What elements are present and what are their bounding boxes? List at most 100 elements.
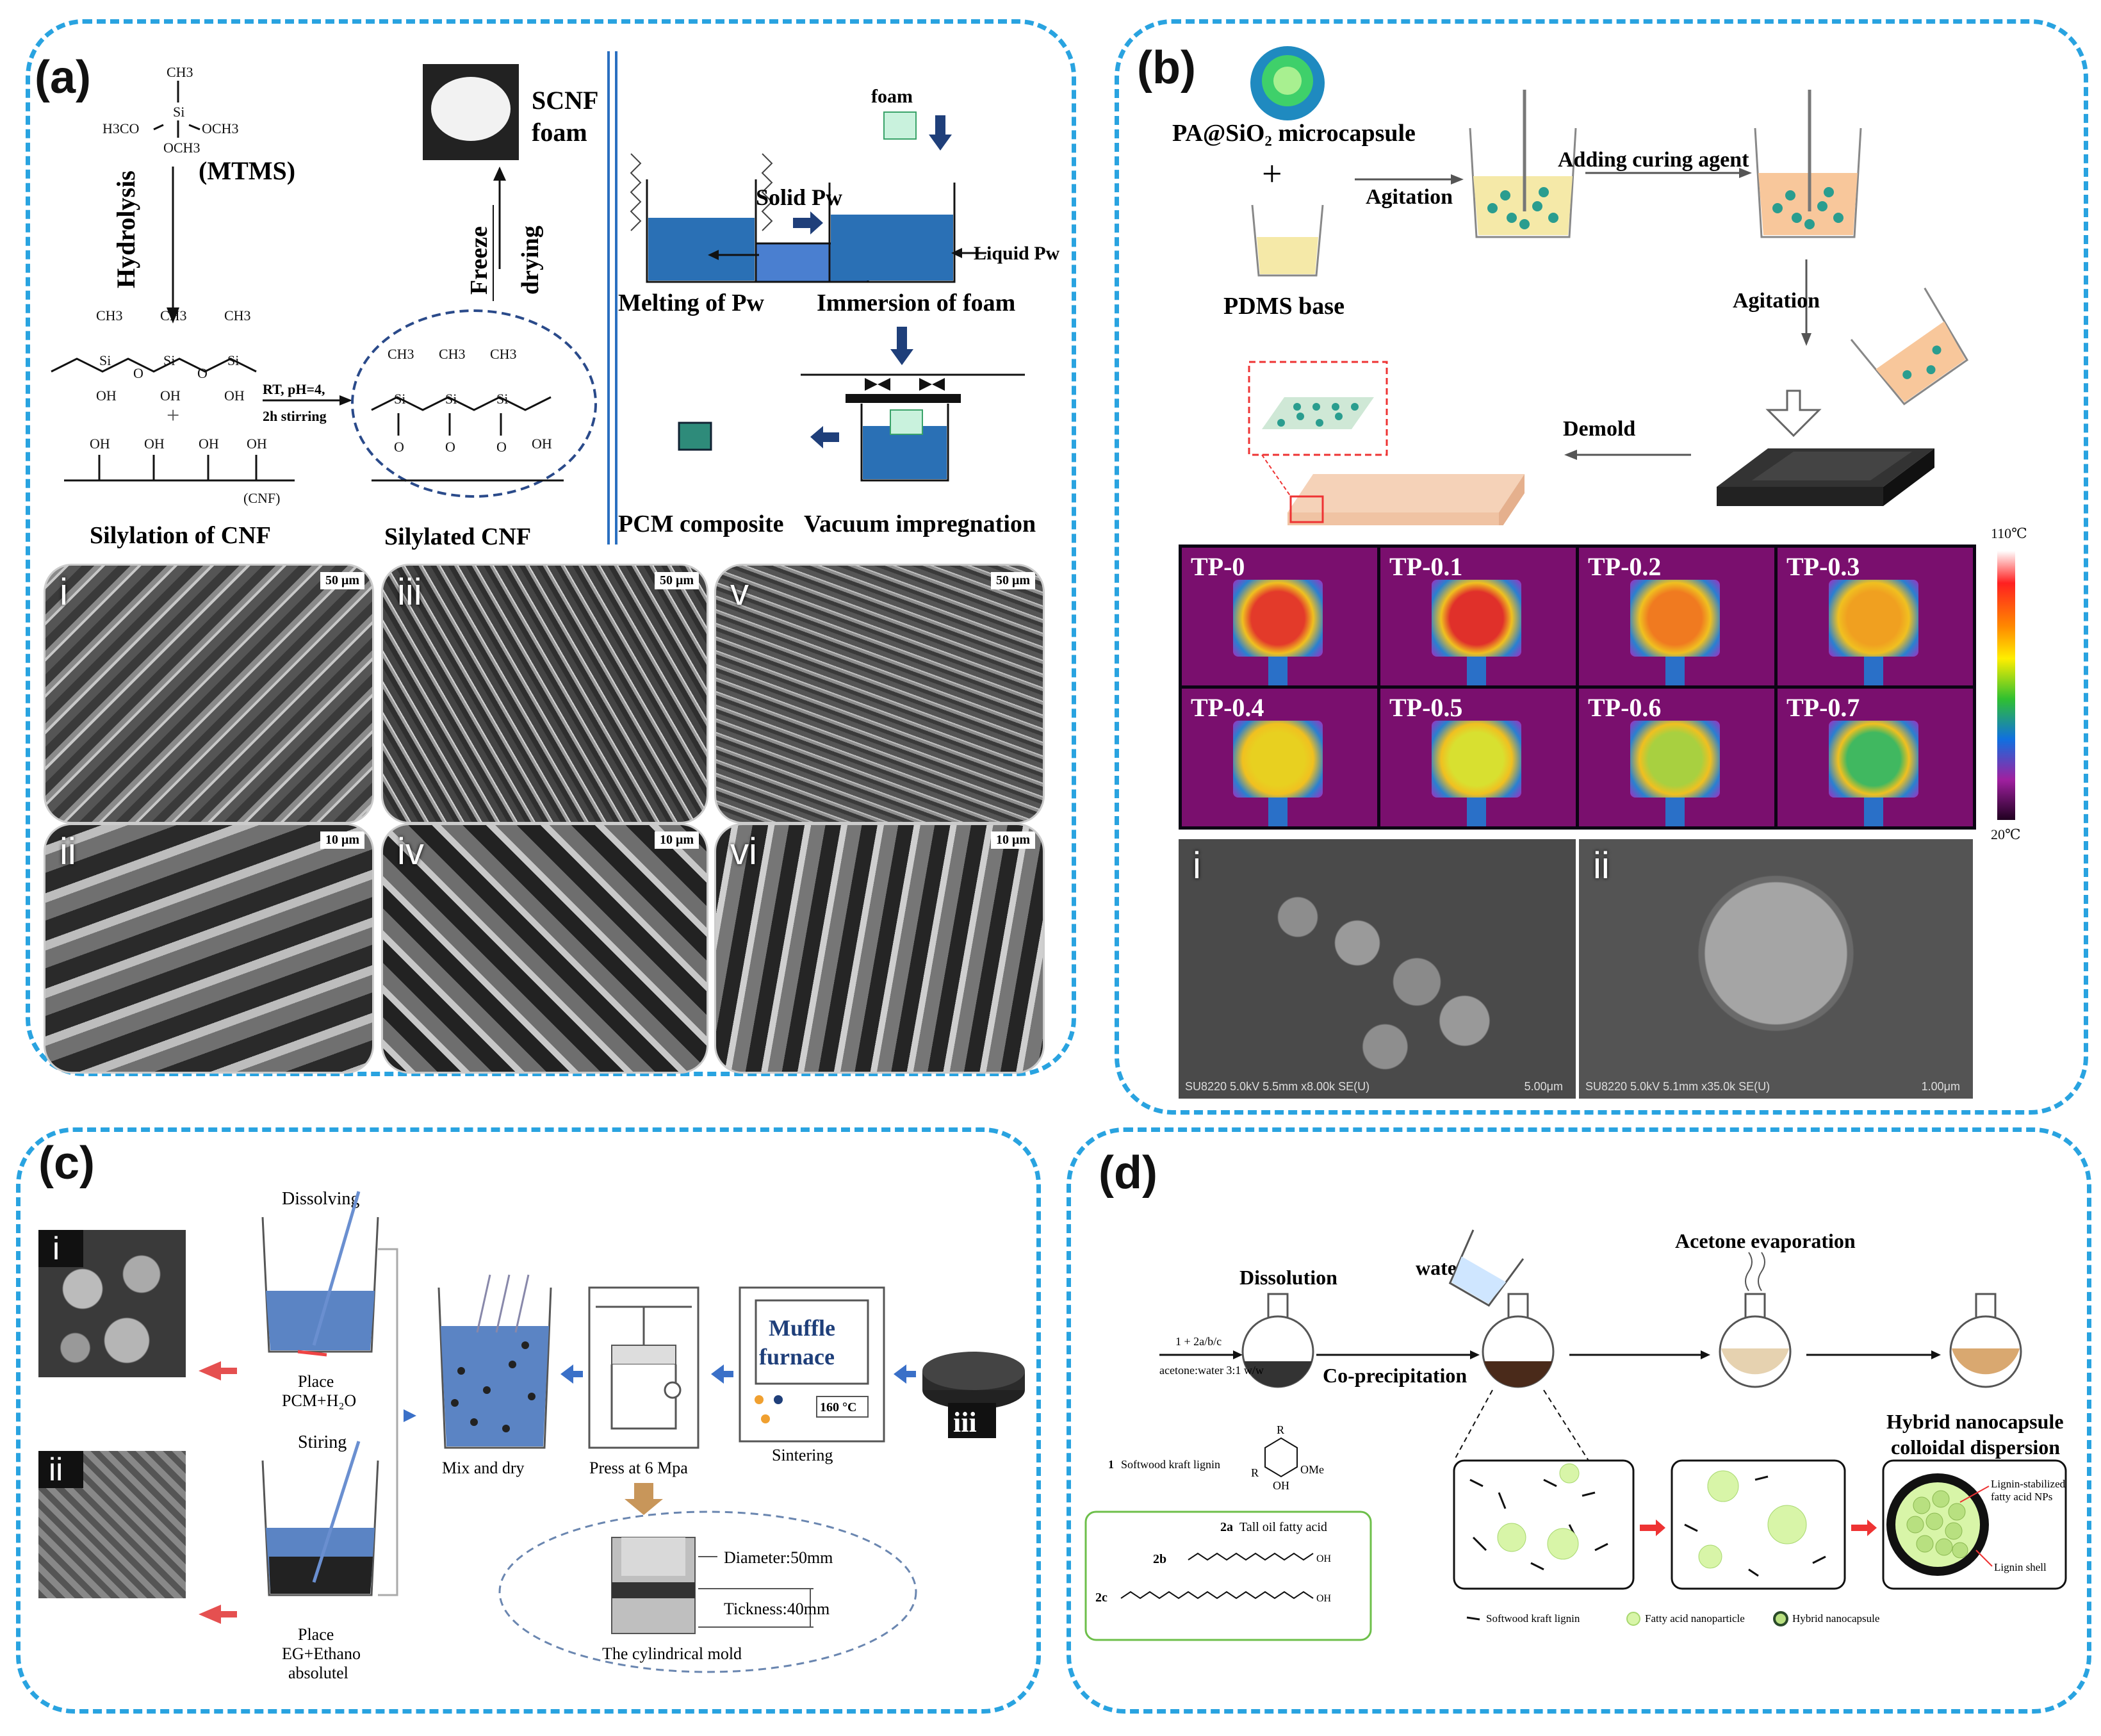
svg-text:OH: OH	[96, 388, 117, 404]
svg-text:CH3: CH3	[167, 64, 193, 80]
silylation-caption: Silylation of CNF	[90, 522, 271, 549]
svg-text:Softwood kraft lignin: Softwood kraft lignin	[1121, 1458, 1220, 1471]
svg-text:Liquid Pw: Liquid Pw	[974, 243, 1060, 264]
thermal-label: TP-0.3	[1786, 552, 1860, 581]
svg-text:The cylindrical mold: The cylindrical mold	[602, 1644, 742, 1663]
colorbar-min: 20℃	[1991, 826, 2021, 842]
svg-text:OH: OH	[199, 436, 219, 452]
sem-b-ii-scale: 1.00μm	[1921, 1080, 1960, 1093]
panel-d-scheme: Dissolution water Acetone evaporation 1 …	[1084, 1229, 2067, 1641]
svg-text:OH: OH	[224, 388, 245, 404]
thermal-sample	[1432, 580, 1521, 657]
svg-text:furnace: furnace	[759, 1344, 835, 1370]
svg-text:CH3: CH3	[96, 307, 123, 323]
svg-text:Press at 6 Mpa: Press at 6 Mpa	[589, 1459, 688, 1477]
svg-text:Mix and dry: Mix and dry	[442, 1459, 525, 1477]
svg-text:Si: Si	[394, 391, 405, 407]
panel-a-label: (a)	[35, 52, 91, 103]
panel-d-label: (d)	[1099, 1147, 1157, 1199]
pdms-beaker	[1251, 204, 1324, 277]
sem-c-ii-label: ii	[49, 1452, 63, 1487]
svg-text:CH3: CH3	[439, 346, 466, 362]
svg-text:1 + 2a/b/c: 1 + 2a/b/c	[1175, 1335, 1222, 1348]
flask-4	[1949, 1293, 2022, 1388]
mtms-label: (MTMS)	[199, 156, 295, 185]
svg-text:OH: OH	[532, 436, 552, 452]
svg-text:RT, pH=4,: RT, pH=4,	[263, 381, 325, 397]
silanol-chain: Si Si Si CH3 CH3 CH3 O O OH OH OH	[51, 307, 257, 404]
thermal-sample	[1233, 721, 1323, 798]
svg-text:OMe: OMe	[1300, 1463, 1324, 1476]
panel-b	[1115, 19, 2088, 1115]
svg-text:(CNF): (CNF)	[243, 490, 280, 506]
svg-text:OH: OH	[90, 436, 110, 452]
svg-text:PDMS base: PDMS base	[1223, 293, 1345, 320]
svg-text:Dissolution: Dissolution	[1239, 1266, 1337, 1289]
thermal-tile: TP-0.6	[1579, 689, 1774, 826]
stiring-beaker	[261, 1441, 379, 1596]
svg-text:OH: OH	[1273, 1479, 1289, 1492]
svg-text:Agitation: Agitation	[1366, 185, 1453, 209]
svg-text:O: O	[445, 439, 455, 455]
svg-text:Si: Si	[163, 352, 175, 368]
silylated-caption: Silylated CNF	[384, 523, 531, 550]
svg-text:2h stirring: 2h stirring	[263, 408, 327, 424]
svg-text:PA@SiO₂ microcapsule: PA@SiO₂ microcapsule	[1172, 120, 1416, 147]
svg-text:OH: OH	[1316, 1553, 1332, 1564]
svg-text:R: R	[1251, 1466, 1259, 1479]
svg-text:O: O	[394, 439, 404, 455]
thermal-label: TP-0.2	[1588, 552, 1662, 581]
thermal-tile: TP-0.4	[1182, 689, 1377, 826]
svg-text:Immersion of foam: Immersion of foam	[817, 290, 1015, 316]
sem-b-ii: ii SU8220 5.0kV 5.1mm x35.0k SE(U) 1.00μ…	[1579, 839, 1973, 1099]
sem-c-i: i	[38, 1230, 186, 1377]
svg-text:Diameter:50mm: Diameter:50mm	[724, 1548, 833, 1567]
cylindrical-mold	[611, 1537, 813, 1634]
mixing-beaker-2	[1754, 90, 1862, 238]
thermal-label: TP-0.4	[1191, 693, 1264, 722]
svg-text:+: +	[167, 402, 179, 428]
hydrolysis-label: Hydrolysis	[111, 170, 140, 288]
svg-text:Tall oil fatty acid: Tall oil fatty acid	[1239, 1520, 1327, 1534]
pouring-beaker	[1850, 287, 1969, 405]
thermal-label: TP-0.1	[1389, 552, 1463, 581]
pdms-mold	[1717, 448, 1934, 506]
svg-text:Lignin shell: Lignin shell	[1994, 1561, 2047, 1573]
svg-text:Agitation: Agitation	[1733, 289, 1820, 313]
fatty-acid-box	[1084, 1511, 1372, 1641]
panel-a	[26, 19, 1076, 1076]
thermal-tile: TP-0	[1182, 548, 1377, 685]
colorbar-max: 110℃	[1991, 525, 2027, 541]
svg-text:Softwood kraft lignin: Softwood kraft lignin	[1486, 1612, 1580, 1625]
thermal-label: TP-0.7	[1786, 693, 1860, 722]
panel-a-scheme: CH3 Si H3CO OCH3 OCH3 (MTMS) Hydrolysis …	[51, 51, 1060, 550]
dissolving-beaker	[261, 1191, 379, 1357]
colorbar	[1997, 551, 2015, 820]
svg-text:Adding curing agent: Adding curing agent	[1558, 148, 1749, 172]
svg-text:CH3: CH3	[490, 346, 517, 362]
thermal-tile: TP-0.3	[1778, 548, 1973, 685]
svg-text:EG+Ethano: EG+Ethano	[282, 1644, 361, 1663]
thermal-tile: TP-0.2	[1579, 548, 1774, 685]
thermal-sample	[1432, 721, 1521, 798]
svg-text:OH: OH	[144, 436, 165, 452]
flask-3	[1719, 1252, 1792, 1388]
svg-text:Muffle: Muffle	[769, 1315, 835, 1341]
thermal-label: TP-0	[1191, 552, 1245, 581]
mix-beaker	[437, 1274, 552, 1449]
svg-text:OH: OH	[1316, 1593, 1332, 1604]
water-cup	[1448, 1229, 1525, 1307]
svg-text:Si: Si	[227, 352, 239, 368]
svg-text:O: O	[496, 439, 507, 455]
svg-text:Hybrid nanocapsule: Hybrid nanocapsule	[1886, 1410, 2064, 1433]
lignin-structure: R R OMe OH	[1251, 1423, 1324, 1492]
thermal-sample	[1630, 580, 1720, 657]
svg-text:OH: OH	[160, 388, 181, 404]
svg-text:colloidal dispersion: colloidal dispersion	[1891, 1436, 2060, 1459]
svg-text:PCM composite: PCM composite	[618, 511, 784, 537]
pcm-composite-block	[678, 422, 712, 451]
svg-text:1: 1	[1108, 1458, 1114, 1471]
